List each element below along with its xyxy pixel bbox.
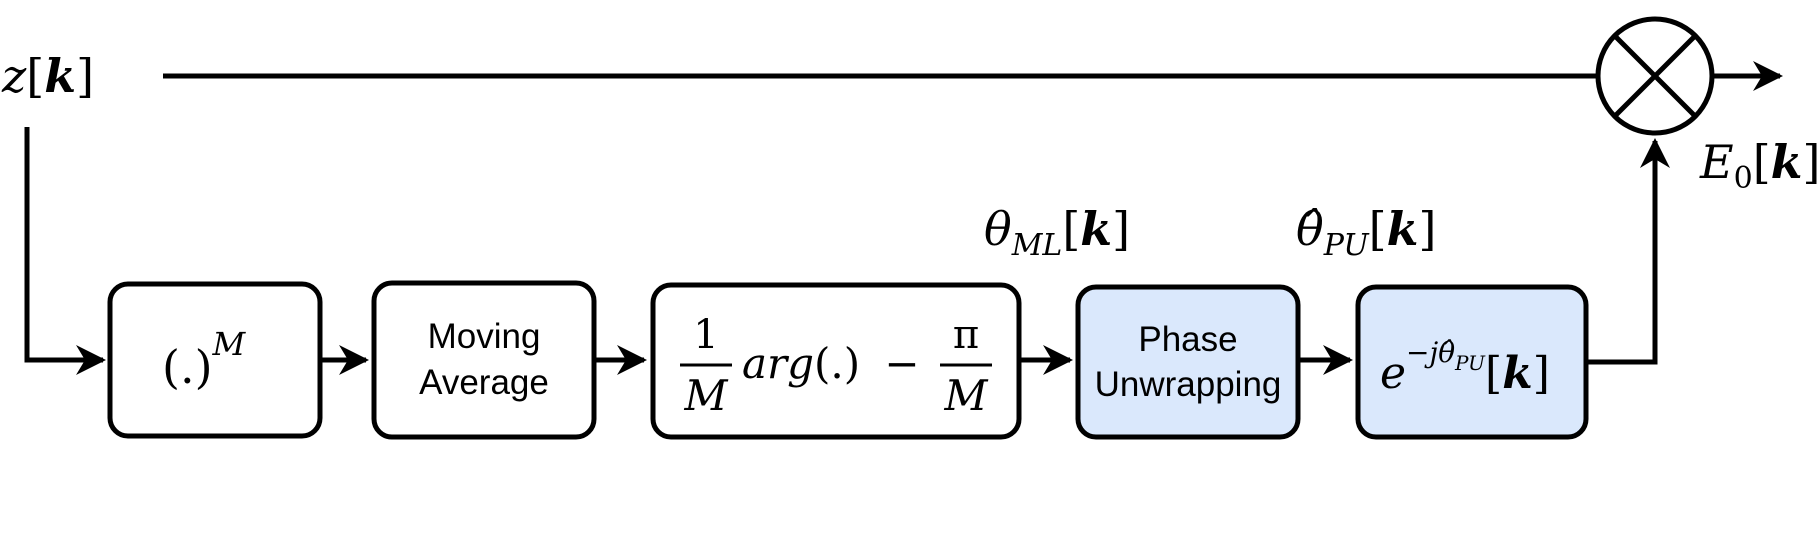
- svg-text:e−jθ̂PU[k]: e−jθ̂PU[k]: [1380, 336, 1550, 399]
- svg-text:1: 1: [693, 312, 718, 358]
- exp-correction-block: e−jθ̂PU[k]: [1355, 284, 1589, 440]
- input-wire: [24, 127, 106, 375]
- svg-text:M: M: [943, 371, 988, 420]
- svg-text:Unwrapping: Unwrapping: [1095, 365, 1282, 404]
- power-block: (.)M: [107, 281, 323, 439]
- svg-text:Moving: Moving: [428, 317, 541, 356]
- output-signal-label: E0[k]: [1699, 135, 1818, 196]
- moving-average-block: Moving Average: [371, 280, 597, 440]
- svg-text:Phase: Phase: [1138, 320, 1237, 359]
- correction-wire: [1586, 138, 1670, 365]
- svg-text:M: M: [683, 371, 728, 420]
- svg-text:−: −: [884, 339, 919, 388]
- input-signal-label: z[k]: [1, 49, 94, 103]
- phase-unwrapping-rect: [1075, 284, 1301, 440]
- svg-text:Average: Average: [419, 363, 549, 402]
- theta-ml-label: θML[k]: [984, 202, 1130, 263]
- arg-scale-block: 1 M arg(.) − π M: [650, 282, 1022, 440]
- phase-unwrapping-block: Phase Unwrapping: [1075, 284, 1301, 440]
- svg-text:arg(.): arg(.): [742, 339, 860, 388]
- svg-text:π: π: [953, 312, 979, 358]
- multiplier-circle-x-icon: [1595, 16, 1715, 136]
- svg-text:(.)M: (.)M: [162, 325, 247, 394]
- theta-pu-label: θ̂PU[k]: [1296, 202, 1436, 263]
